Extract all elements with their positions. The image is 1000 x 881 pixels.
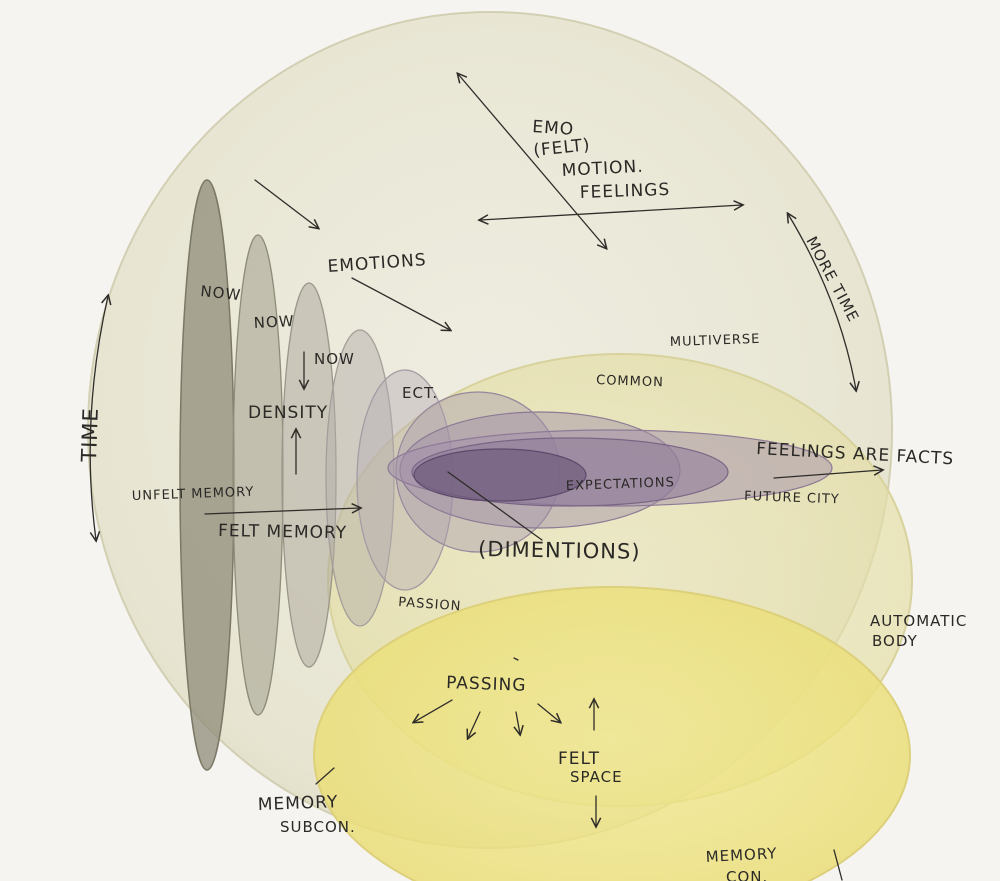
passing-arrow-3 <box>516 711 520 734</box>
label-time: TIME <box>77 407 103 463</box>
memory-con-ellipse <box>313 586 911 881</box>
label-subcon: SUBCON. <box>280 818 356 836</box>
now-oval-4 <box>325 329 395 627</box>
label-feelings-top: FEELINGS <box>579 180 670 203</box>
label-con: CON. <box>726 868 768 881</box>
label-future-city: FUTURE CITY <box>744 489 840 507</box>
passing-arrow-4 <box>537 703 560 722</box>
felt-memory-arrow <box>204 508 360 515</box>
passing-arrow-2 <box>468 711 481 738</box>
label-felt-memory: FELT MEMORY <box>218 521 347 543</box>
label-automatic: AUTOMATIC <box>870 612 967 630</box>
label-multiverse: MULTIVERSE <box>670 332 761 350</box>
label-felt: FELT <box>558 749 600 769</box>
memory-subcon-tick <box>315 767 335 785</box>
label-memory-con: MEMORY <box>705 844 778 866</box>
feelings-facts-arrow <box>773 470 882 479</box>
time-arrow <box>89 296 108 540</box>
now-oval-2 <box>232 234 284 716</box>
label-density: DENSITY <box>248 403 328 423</box>
expectations-core <box>413 448 587 502</box>
feelings-horizontal-arrow <box>480 205 742 220</box>
label-unfelt-memory: UNFELT MEMORY <box>132 485 255 504</box>
label-space: SPACE <box>570 768 623 786</box>
label-common: COMMON <box>596 373 664 390</box>
more-time-arrow <box>788 214 856 390</box>
label-memory-sub: MEMORY <box>257 792 338 815</box>
passing-arrow-1 <box>414 699 453 722</box>
label-passion: PASSION <box>398 595 462 614</box>
label-motion: MOTION. <box>561 157 644 181</box>
emotions-in-arrow <box>254 179 318 228</box>
label-expectations: EXPECTATIONS <box>566 475 676 494</box>
label-passing: PASSING <box>446 673 527 696</box>
label-ect: ECT. <box>402 384 438 402</box>
label-now-1: NOW <box>200 282 243 304</box>
dimentions-pointer <box>447 471 543 541</box>
label-body: BODY <box>872 632 918 650</box>
now-oval-1 <box>179 179 235 771</box>
label-dimentions: (DIMENTIONS) <box>478 537 641 564</box>
label-emo: EMO <box>532 117 575 140</box>
memory-con-tick <box>833 849 843 881</box>
passing-mark <box>513 657 519 661</box>
emotions-out-arrow <box>351 277 450 330</box>
label-now-2: NOW <box>253 312 295 332</box>
label-now-3: NOW <box>314 350 355 368</box>
